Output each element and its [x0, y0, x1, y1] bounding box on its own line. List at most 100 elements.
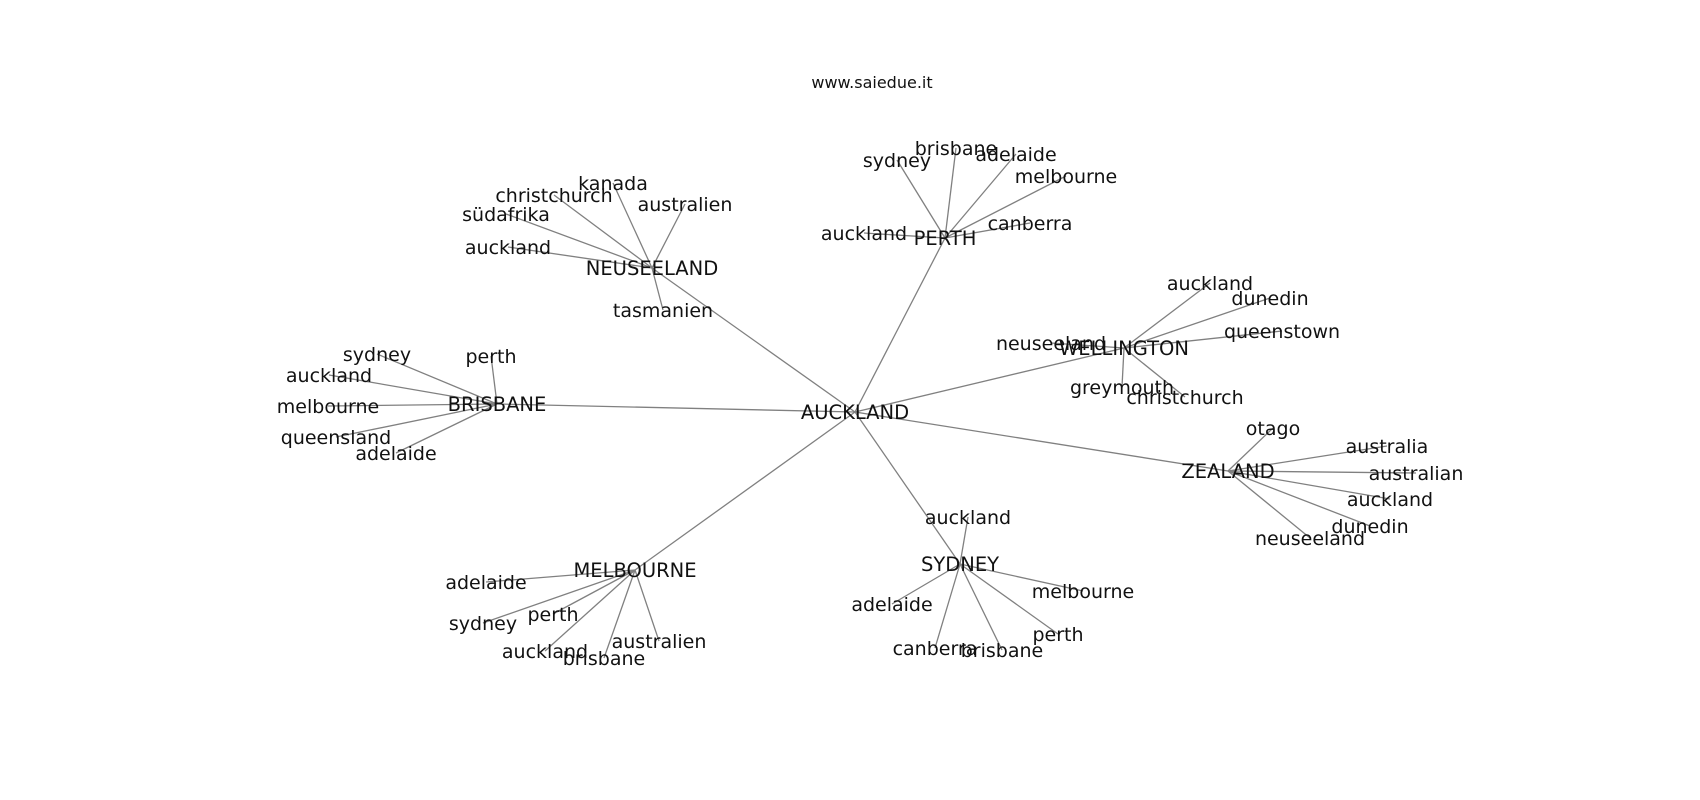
- node-leaf-zealand-otago: otago: [1246, 418, 1300, 440]
- edge-sydney-melbourne: [959, 563, 1084, 592]
- node-hub-brisbane: BRISBANE: [448, 393, 547, 416]
- edge-brisbane-perth: [490, 355, 498, 405]
- node-leaf-melbourne-auckland: auckland: [502, 641, 588, 663]
- node-hub-neuseeland: NEUSEELAND: [586, 257, 718, 280]
- node-leaf-wellington-auckland: auckland: [1167, 273, 1253, 295]
- edge-perth-auckland: [863, 232, 946, 239]
- node-leaf-sydney-canberra: canberra: [893, 638, 978, 660]
- edge-brisbane-sydney: [376, 353, 498, 405]
- node-leaf-neuseeland-tasmanien: tasmanien: [613, 300, 713, 322]
- node-leaf-melbourne-adelaide: adelaide: [445, 572, 526, 594]
- edge-neuseeland-sudafrika: [505, 213, 653, 269]
- edge-root-neuseeland: [651, 267, 856, 413]
- edge-melbourne-adelaide: [485, 569, 636, 583]
- edge-sydney-perth: [959, 563, 1059, 635]
- edge-perth-melbourne: [944, 175, 1067, 239]
- node-leaf-zealand-auckland: auckland: [1347, 489, 1433, 511]
- edge-root-zealand: [854, 411, 1229, 472]
- node-leaf-wellington-christchurch: christchurch: [1126, 387, 1243, 409]
- edge-melbourne-auckland: [544, 569, 636, 652]
- edge-sydney-brisbane: [959, 563, 1003, 651]
- node-leaf-sydney-melbourne: melbourne: [1032, 581, 1134, 603]
- edge-perth-adelaide: [944, 153, 1017, 239]
- edge-neuseeland-australien: [651, 203, 686, 269]
- edge-brisbane-queensland: [335, 403, 498, 438]
- node-leaf-perth-brisbane: brisbane: [915, 138, 998, 160]
- edge-zealand-australian: [1227, 470, 1417, 474]
- edge-brisbane-adelaide: [395, 403, 498, 454]
- node-leaf-neuseeland-sudafrika: südafrika: [462, 204, 550, 226]
- node-leaf-perth-canberra: canberra: [988, 213, 1073, 235]
- edge-neuseeland-auckland: [507, 246, 653, 269]
- node-leaf-wellington-dunedin: dunedin: [1231, 288, 1308, 310]
- edge-root-wellington: [854, 347, 1125, 413]
- node-leaf-sydney-auckland: auckland: [925, 507, 1011, 529]
- node-leaf-perth-auckland: auckland: [821, 223, 907, 245]
- node-leaf-zealand-dunedin: dunedin: [1331, 516, 1408, 538]
- edge-root-melbourne: [634, 411, 856, 571]
- edge-root-brisbane: [496, 403, 856, 413]
- edge-wellington-greymouth: [1121, 347, 1125, 388]
- edge-zealand-otago: [1227, 427, 1274, 472]
- node-leaf-zealand-australian: australian: [1369, 463, 1464, 485]
- node-leaf-melbourne-perth: perth: [527, 604, 578, 626]
- node-leaf-zealand-neuseeland: neuseeland: [1255, 528, 1365, 550]
- edge-wellington-queenstown: [1123, 330, 1283, 349]
- node-leaf-wellington-queenstown: queenstown: [1224, 321, 1340, 343]
- node-leaf-neuseeland-christchurch: christchurch: [495, 185, 612, 207]
- node-leaf-melbourne-australien: australien: [612, 631, 707, 653]
- node-leaf-wellington-neuseeland: neuseeland: [996, 333, 1106, 355]
- node-hub-melbourne: MELBOURNE: [573, 559, 696, 582]
- node-root-auckland: AUCKLAND: [801, 401, 909, 424]
- edge-zealand-australia: [1227, 445, 1388, 472]
- edge-melbourne-perth: [552, 569, 636, 615]
- node-leaf-wellington-greymouth: greymouth: [1070, 377, 1174, 399]
- node-leaf-brisbane-adelaide: adelaide: [355, 443, 436, 465]
- edge-perth-sydney: [896, 159, 946, 239]
- edge-root-sydney: [854, 411, 961, 565]
- edge-zealand-dunedin: [1227, 470, 1371, 527]
- node-hub-sydney: SYDNEY: [921, 553, 999, 576]
- node-leaf-sydney-brisbane: brisbane: [961, 640, 1044, 662]
- edge-neuseeland-tasmanien: [651, 267, 664, 311]
- edge-sydney-adelaide: [891, 563, 961, 605]
- edge-melbourne-australien: [634, 569, 660, 642]
- edge-brisbane-auckland: [328, 374, 498, 405]
- edge-melbourne-brisbane: [603, 569, 636, 659]
- node-leaf-neuseeland-auckland: auckland: [465, 237, 551, 259]
- node-leaf-brisbane-auckland: auckland: [286, 365, 372, 387]
- edge-perth-brisbane: [944, 147, 957, 239]
- node-hub-zealand: ZEALAND: [1181, 460, 1274, 483]
- edges-layer: [327, 147, 1417, 659]
- node-leaf-melbourne-brisbane: brisbane: [563, 648, 646, 670]
- node-leaf-sydney-adelaide: adelaide: [851, 594, 932, 616]
- node-leaf-zealand-australia: australia: [1346, 436, 1429, 458]
- edge-brisbane-melbourne: [327, 403, 498, 407]
- edge-perth-canberra: [944, 222, 1031, 239]
- node-leaf-brisbane-perth: perth: [465, 346, 516, 368]
- edge-melbourne-sydney: [482, 569, 636, 624]
- node-leaf-melbourne-sydney: sydney: [449, 613, 517, 635]
- node-leaf-brisbane-queensland: queensland: [281, 427, 391, 449]
- edge-wellington-dunedin: [1123, 297, 1271, 349]
- edge-wellington-auckland: [1123, 282, 1211, 349]
- node-leaf-perth-sydney: sydney: [863, 150, 931, 172]
- edge-sydney-auckland: [959, 516, 969, 565]
- edge-zealand-auckland: [1227, 470, 1391, 500]
- edge-sydney-canberra: [934, 563, 961, 649]
- node-leaf-neuseeland-kanada: kanada: [578, 173, 648, 195]
- edge-wellington-christchurch: [1123, 347, 1186, 398]
- site-label: www.saiedue.it: [811, 73, 932, 92]
- edge-neuseeland-kanada: [612, 182, 653, 269]
- node-leaf-perth-melbourne: melbourne: [1015, 166, 1117, 188]
- edge-zealand-neuseeland: [1227, 470, 1311, 539]
- edge-wellington-neuseeland: [1050, 342, 1125, 349]
- node-hub-wellington: WELLINGTON: [1059, 337, 1189, 360]
- node-leaf-brisbane-melbourne: melbourne: [277, 396, 379, 418]
- node-hub-perth: PERTH: [914, 227, 977, 250]
- edge-neuseeland-christchurch: [553, 194, 653, 269]
- node-leaf-brisbane-sydney: sydney: [343, 344, 411, 366]
- node-leaf-neuseeland-australien: australien: [638, 194, 733, 216]
